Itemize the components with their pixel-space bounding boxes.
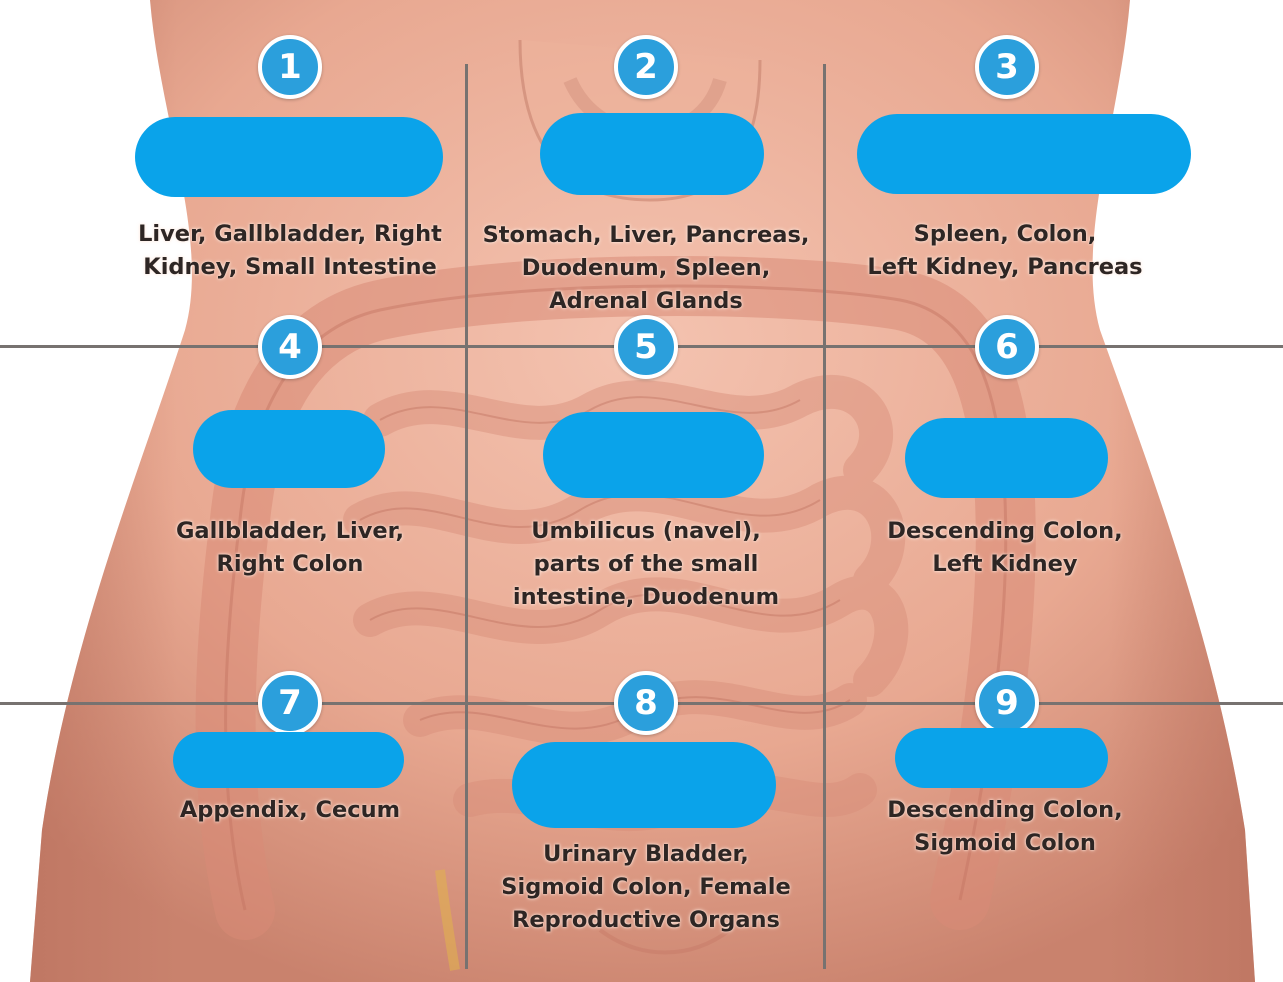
organs-line: Liver, Gallbladder, Right (138, 221, 442, 247)
region-organs: Appendix, Cecum (120, 794, 460, 827)
region-number-badge: 7 (258, 671, 322, 735)
organs-line: Descending Colon, (887, 797, 1123, 823)
organs-line: Sigmoid Colon, Female (501, 874, 791, 900)
redacted-region-name (135, 117, 443, 197)
organs-line: Right Colon (216, 551, 364, 577)
redacted-region-name (543, 412, 764, 498)
organs-line: intestine, Duodenum (512, 584, 780, 610)
region-number-badge: 3 (975, 35, 1039, 99)
organs-line: Kidney, Small Intestine (143, 254, 437, 280)
region-organs: Umbilicus (navel), parts of the small in… (476, 515, 816, 614)
organs-line: Adrenal Glands (549, 288, 743, 314)
region-organs: Urinary Bladder, Sigmoid Colon, Female R… (476, 838, 816, 937)
redacted-region-name (857, 114, 1191, 194)
region-number-badge: 4 (258, 315, 322, 379)
organs-line: Sigmoid Colon (914, 830, 1096, 856)
organs-line: Spleen, Colon, (913, 221, 1097, 247)
redacted-region-name (512, 742, 776, 828)
region-number-badge: 9 (975, 671, 1039, 735)
organs-line: Duodenum, Spleen, (521, 255, 771, 281)
redacted-region-name (540, 113, 764, 195)
region-organs: Spleen, Colon, Left Kidney, Pancreas (835, 218, 1175, 284)
organs-line: parts of the small (533, 551, 759, 577)
organs-line: Reproductive Organs (512, 907, 780, 933)
region-organs: Descending Colon, Sigmoid Colon (835, 794, 1175, 860)
vertical-divider-right (823, 64, 826, 969)
region-number-badge: 6 (975, 315, 1039, 379)
redacted-region-name (193, 410, 385, 488)
redacted-region-name (173, 732, 404, 788)
organs-line: Urinary Bladder, (543, 841, 749, 867)
organs-line: Left Kidney (932, 551, 1078, 577)
vertical-divider-left (465, 64, 468, 969)
redacted-region-name (905, 418, 1108, 498)
organs-line: Gallbladder, Liver, (175, 518, 405, 544)
region-organs: Stomach, Liver, Pancreas, Duodenum, Sple… (476, 219, 816, 318)
organs-line: Appendix, Cecum (179, 797, 401, 823)
region-number-badge: 2 (614, 35, 678, 99)
region-number-badge: 5 (614, 315, 678, 379)
region-organs: Descending Colon, Left Kidney (835, 515, 1175, 581)
organs-line: Descending Colon, (887, 518, 1123, 544)
region-number-badge: 8 (614, 671, 678, 735)
redacted-region-name (895, 728, 1108, 788)
region-organs: Liver, Gallbladder, Right Kidney, Small … (120, 218, 460, 284)
organs-line: Left Kidney, Pancreas (867, 254, 1143, 280)
organs-line: Stomach, Liver, Pancreas, (482, 222, 810, 248)
region-number-badge: 1 (258, 35, 322, 99)
organs-line: Umbilicus (navel), (531, 518, 761, 544)
region-organs: Gallbladder, Liver, Right Colon (120, 515, 460, 581)
